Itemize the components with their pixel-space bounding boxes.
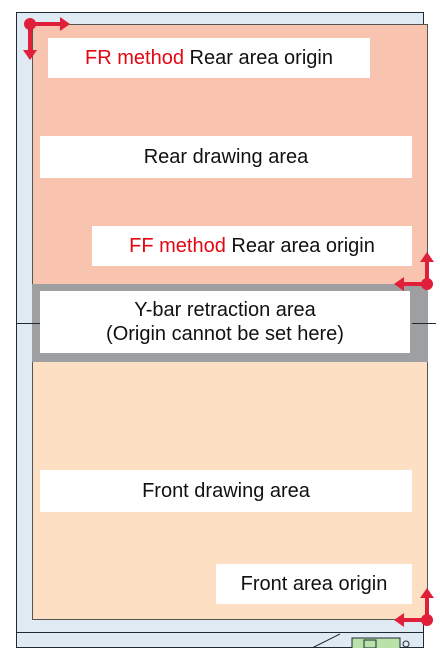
- frame-bottom-line: [16, 632, 424, 633]
- ybar-guide-line-left: [16, 323, 40, 324]
- fr-origin-text: Rear area origin: [183, 47, 333, 69]
- ff-method-origin-label: FF method Rear area origin: [92, 226, 412, 266]
- front-drawing-area-label: Front drawing area: [40, 470, 412, 512]
- ff-method-text: FF method: [129, 235, 226, 257]
- front-origin-marker-icon: [394, 588, 434, 627]
- ybar-retraction-label: Y-bar retraction area (Origin cannot be …: [40, 291, 410, 353]
- fr-method-text: FR method: [85, 47, 184, 69]
- ybar-label-line1: Y-bar retraction area: [134, 299, 316, 321]
- cable-line: [311, 633, 341, 648]
- ybar-guide-line-right: [412, 323, 436, 324]
- rear-drawing-area-label: Rear drawing area: [40, 136, 412, 178]
- ybar-label-line2: (Origin cannot be set here): [106, 323, 344, 345]
- plotter-head-icon: [351, 637, 410, 648]
- fr-origin-marker-icon: [23, 17, 70, 60]
- front-origin-label: Front area origin: [216, 564, 412, 604]
- ff-origin-marker-icon: [394, 252, 434, 291]
- fr-method-origin-label: FR method Rear area origin: [48, 38, 370, 78]
- ff-origin-text: Rear area origin: [225, 235, 375, 257]
